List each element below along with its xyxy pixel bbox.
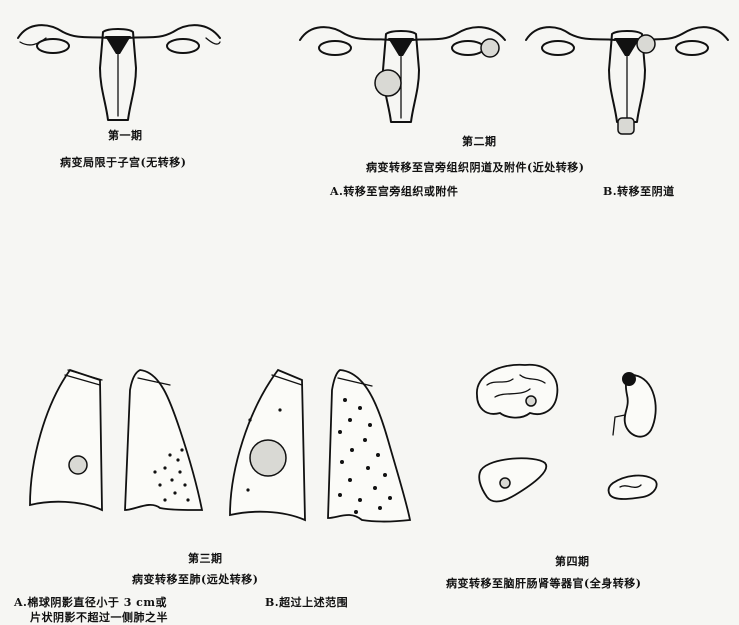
cotton-ball-shadow	[250, 440, 286, 476]
stage3b-lungs-figure	[220, 360, 420, 545]
stage3-sub-a-line1: A.棉球阴影直径小于 3 cm或	[14, 594, 167, 610]
stage2-sub-a: A.转移至宫旁组织或附件	[330, 183, 458, 199]
stage1-description: 病变局限于子宫(无转移)	[60, 154, 186, 170]
metastasis-nodule	[637, 35, 655, 53]
stage1-uterus-figure	[8, 8, 228, 128]
uterus-diagram	[18, 25, 220, 120]
metastasis-nodule	[622, 372, 636, 386]
left-lung	[328, 370, 410, 522]
stage4-title: 第四期	[555, 553, 590, 569]
stage3-sub-a-line2: 片状阴影不超过一侧肺之半	[30, 609, 168, 625]
metastasis-nodule	[526, 396, 536, 406]
metastasis-nodule	[500, 478, 510, 488]
kidney	[613, 372, 656, 437]
stage2-title: 第二期	[462, 133, 497, 149]
uterus-diagram	[526, 27, 728, 122]
stage4-organs-figure	[465, 355, 685, 520]
brain	[477, 365, 557, 418]
stage2a-uterus-figure	[290, 10, 515, 130]
left-lung	[125, 370, 202, 510]
stage3a-lungs-figure	[20, 360, 210, 545]
intestine	[609, 476, 657, 499]
stage2-description: 病变转移至宫旁组织阴道及附件(近处转移)	[366, 159, 584, 175]
liver	[479, 458, 546, 501]
right-lung	[30, 370, 102, 510]
uterus-diagram	[300, 27, 505, 122]
stage3-title: 第三期	[188, 550, 223, 566]
cotton-ball-shadow	[69, 456, 87, 474]
stage3-sub-b: B.超过上述范围	[265, 594, 348, 610]
stage1-title: 第一期	[108, 127, 143, 143]
stage4-description: 病变转移至脑肝肠肾等器官(全身转移)	[446, 575, 641, 591]
stage2-sub-b: B.转移至阴道	[603, 183, 675, 199]
stage2b-uterus-figure	[518, 10, 733, 140]
metastasis-nodule	[375, 70, 401, 96]
metastasis-nodule	[481, 39, 499, 57]
stage3-description: 病变转移至肺(远处转移)	[132, 571, 258, 587]
vaginal-metastasis	[618, 118, 634, 134]
